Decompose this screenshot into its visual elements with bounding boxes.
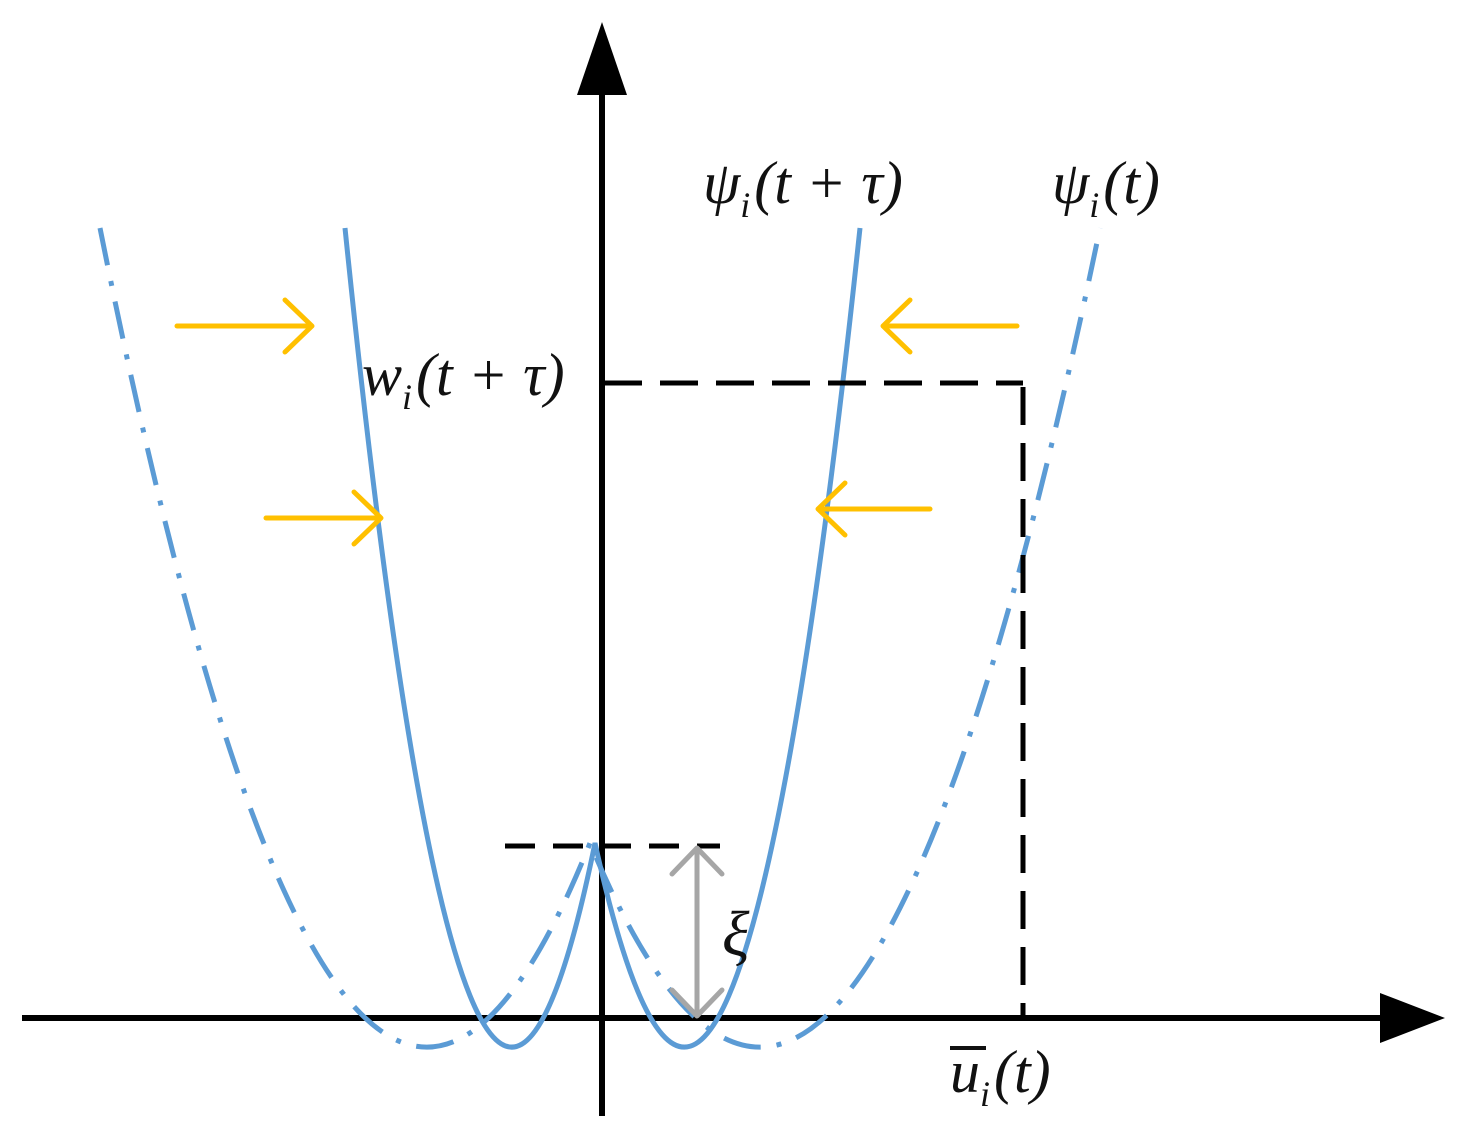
curve-psi-t xyxy=(97,227,1103,1050)
psi-next-argument: (t + τ) xyxy=(754,150,903,216)
contraction-arrows xyxy=(174,297,1020,547)
u-subscript: i xyxy=(980,1074,990,1114)
psi-now-symbol: ψ xyxy=(1052,150,1091,216)
guide-lines xyxy=(505,380,1026,1018)
label-u-bar: ui(t) xyxy=(950,1039,1051,1114)
psi-next-subscript: i xyxy=(740,185,750,225)
w-argument: (t + τ) xyxy=(416,342,565,408)
left-arrow-icon xyxy=(880,297,1020,355)
u-symbol: u xyxy=(950,1039,980,1105)
label-xi: ξ xyxy=(722,898,750,969)
axes xyxy=(22,22,1445,1116)
right-arrow-icon xyxy=(263,489,384,547)
psi-now-subscript: i xyxy=(1089,185,1099,225)
w-subscript: i xyxy=(402,377,412,417)
label-psi-t-plus-tau: ψi(t + τ) xyxy=(703,150,903,225)
curve-psi-t-plus-tau xyxy=(342,227,863,1050)
label-w-t-plus-tau: wi(t + τ) xyxy=(362,342,565,417)
left-arrow-icon xyxy=(815,480,933,538)
label-psi-t: ψi(t) xyxy=(1052,150,1160,225)
right-arrow-icon xyxy=(174,297,315,355)
u-argument: (t) xyxy=(994,1039,1051,1105)
svg-text:ui(t): ui(t) xyxy=(950,1039,1051,1114)
y-axis-arrowhead xyxy=(577,22,627,95)
psi-next-symbol: ψ xyxy=(703,150,742,216)
xi-gap-arrow xyxy=(669,845,725,1019)
w-symbol: w xyxy=(362,342,402,408)
psi-now-argument: (t) xyxy=(1103,150,1160,216)
x-axis-arrowhead xyxy=(1380,993,1445,1043)
